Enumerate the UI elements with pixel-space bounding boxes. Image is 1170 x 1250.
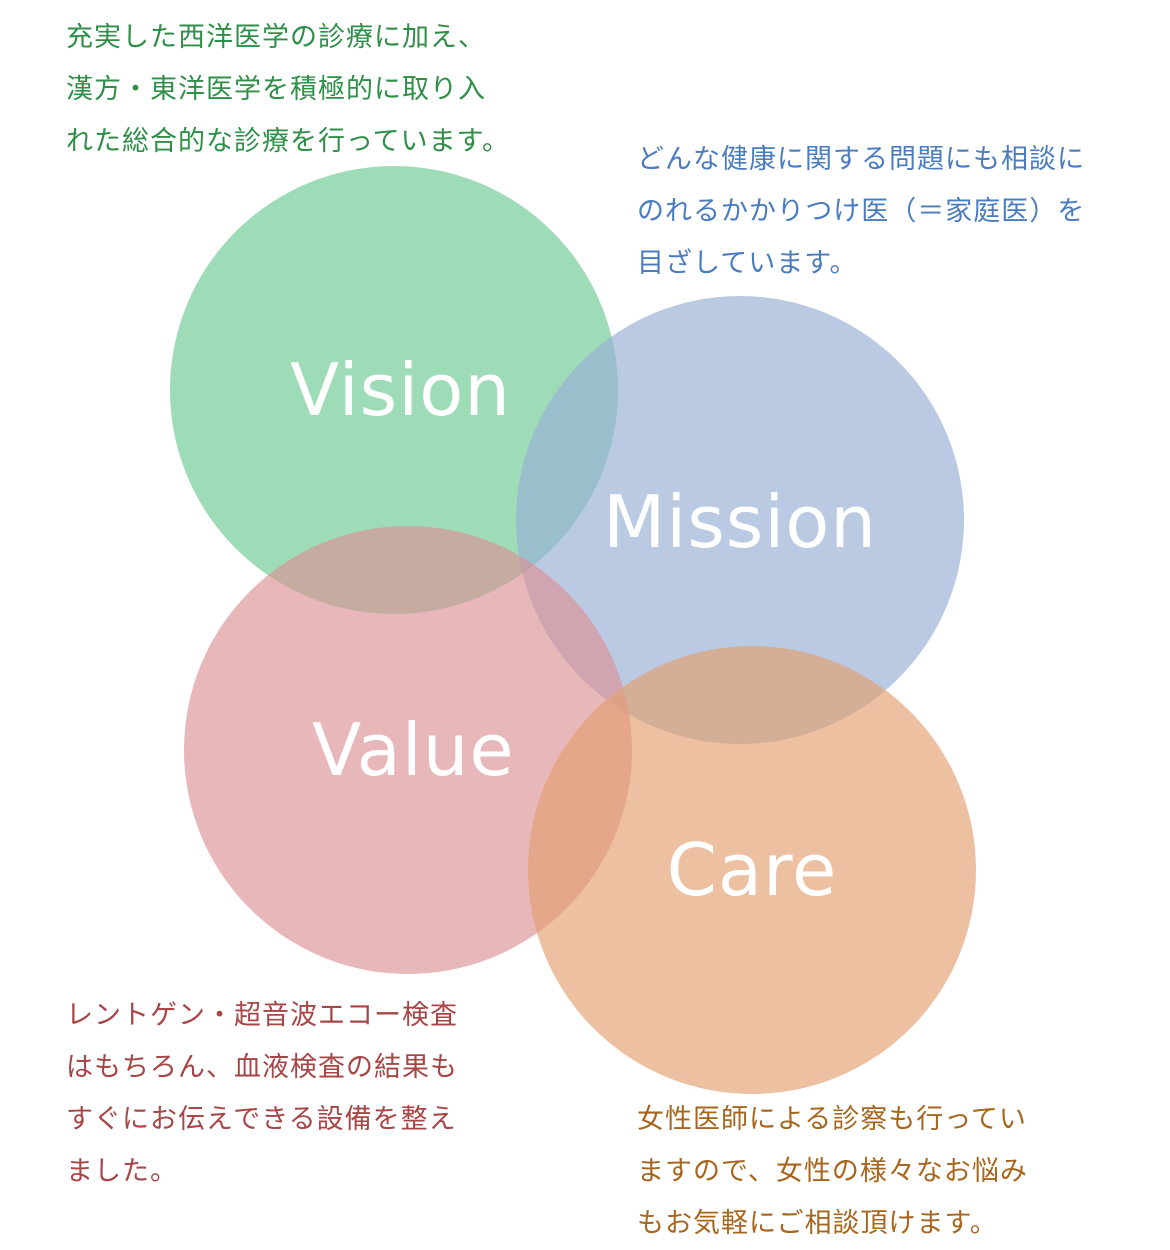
care-label: Care: [666, 828, 838, 912]
vision-description-line: れた総合的な診療を行っています。: [66, 126, 510, 157]
mission-description-line: 目ざしています。: [637, 248, 858, 279]
vision-label: Vision: [290, 348, 511, 432]
care-description-line: もお気軽にご相談頂けます。: [637, 1208, 998, 1239]
mission-description-line: のれるかかりつけ医（＝家庭医）を: [637, 196, 1086, 227]
mission-description-line: どんな健康に関する問題にも相談に: [637, 144, 1085, 175]
value-description-line: レントゲン・超音波エコー検査: [66, 1000, 458, 1031]
value-description: レントゲン・超音波エコー検査 はもちろん、血液検査の結果も すぐにお伝えできる設…: [66, 990, 458, 1198]
care-description-line: ますので、女性の様々なお悩み: [637, 1156, 1028, 1187]
care-description: 女性医師による診察も行ってい ますので、女性の様々なお悩み もお気軽にご相談頂け…: [637, 1094, 1028, 1250]
mission-description: どんな健康に関する問題にも相談に のれるかかりつけ医（＝家庭医）を 目ざしていま…: [637, 134, 1085, 290]
value-description-line: ました。: [66, 1156, 178, 1187]
value-description-line: すぐにお伝えできる設備を整え: [66, 1104, 457, 1135]
value-label: Value: [312, 708, 515, 792]
mission-label: Mission: [603, 480, 877, 564]
care-description-line: 女性医師による診察も行ってい: [637, 1104, 1027, 1135]
vision-description-line: 充実した西洋医学の診療に加え、: [66, 22, 486, 53]
care-circle: [528, 646, 976, 1094]
value-description-line: はもちろん、血液検査の結果も: [66, 1052, 458, 1083]
vision-description-line: 漢方・東洋医学を積極的に取り入: [66, 74, 486, 105]
vision-description: 充実した西洋医学の診療に加え、 漢方・東洋医学を積極的に取り入 れた総合的な診療…: [66, 12, 510, 168]
